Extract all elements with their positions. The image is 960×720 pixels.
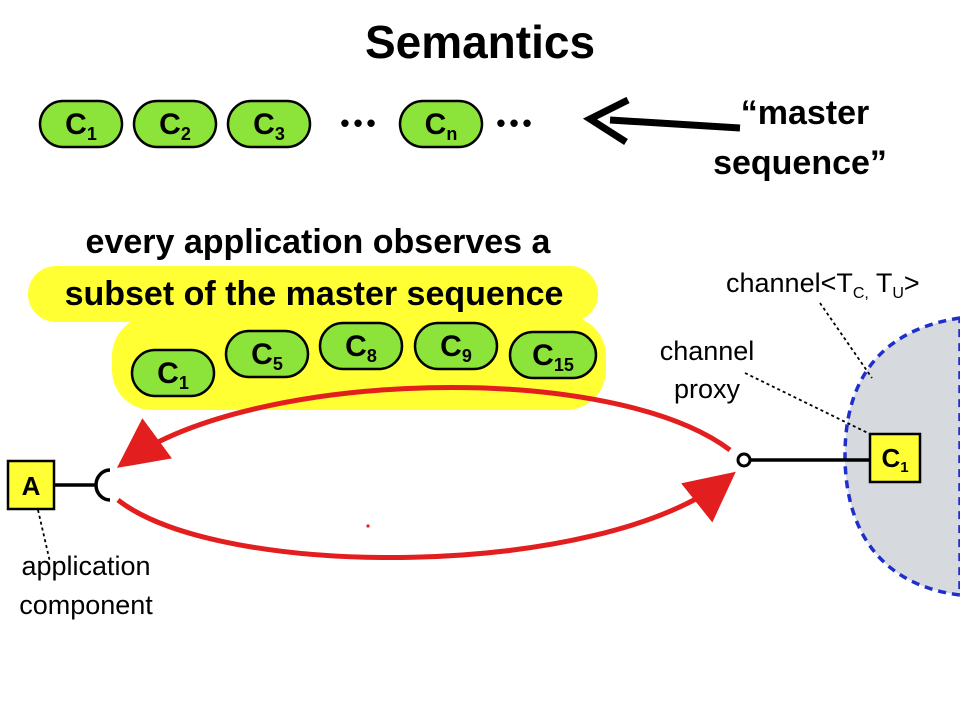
subset-pill-c8: C8 (318, 321, 404, 371)
application-box-label: A (22, 471, 41, 501)
application-box: A (6, 459, 56, 511)
proxy-socket (736, 452, 752, 468)
svg-text:C5: C5 (251, 338, 283, 374)
page-title: Semantics (365, 16, 595, 68)
svg-text:C3: C3 (253, 108, 285, 144)
svg-text:C1: C1 (157, 357, 189, 393)
pill-base: C (159, 108, 181, 141)
subset-highlight (28, 266, 598, 322)
red-dot (366, 524, 370, 528)
master-pill-c3: C3 (226, 99, 312, 149)
master-arrow-shaft (609, 116, 741, 132)
pill-sub: n (446, 124, 457, 144)
pill-base: C (251, 338, 273, 371)
pill-sub: 2 (181, 124, 191, 144)
pill-base: C (425, 108, 447, 141)
channel-label-end: > (904, 268, 920, 298)
pill-base: C (65, 108, 87, 141)
subset-pill-c15: C15 (508, 330, 598, 380)
svg-text:C8: C8 (345, 330, 377, 366)
svg-text:C1: C1 (65, 108, 97, 144)
channel-sub-u: U (892, 285, 904, 302)
subset-line1: every application observes a (86, 223, 552, 261)
pill-base: C (345, 330, 367, 363)
svg-text:C1: C1 (881, 443, 908, 476)
application-receptacle (94, 468, 111, 502)
subset-line2: subset of the master sequence (65, 275, 564, 313)
pill-sub: 1 (179, 373, 189, 393)
proxy-box-sub: 1 (900, 459, 908, 476)
channel-proxy-line2: proxy (674, 374, 741, 404)
pill-base: C (532, 339, 554, 372)
pill-base: C (157, 357, 179, 390)
application-label-line2: component (19, 590, 153, 620)
channel-proxy-line1: channel (660, 336, 755, 366)
ellipsis-1: ••• (340, 108, 379, 138)
channel-proxy-box: C1 (868, 432, 922, 484)
pill-sub: 1 (87, 124, 97, 144)
master-sequence: C1 C2 C3 ••• Cn ••• (38, 99, 535, 149)
pill-sub: 15 (554, 355, 574, 375)
channel-sub-c: C, (853, 285, 869, 302)
svg-text:C15: C15 (532, 339, 574, 375)
master-pill-c2: C2 (132, 99, 218, 149)
master-arrow-head (582, 96, 630, 145)
request-arrow (116, 385, 732, 468)
svg-text:C2: C2 (159, 108, 191, 144)
master-pill-c1: C1 (38, 99, 124, 149)
application-leader (37, 509, 51, 563)
pill-sub: 5 (273, 354, 283, 374)
ellipsis-2: ••• (496, 108, 535, 138)
svg-text:C9: C9 (440, 330, 472, 366)
master-label-line1: “master (741, 94, 870, 132)
pill-sub: 3 (275, 124, 285, 144)
subset-pill-c9: C9 (413, 321, 499, 371)
pill-sub: 8 (367, 346, 377, 366)
subset-pill-c1: C1 (130, 348, 216, 398)
channel-label-t: T (869, 268, 893, 298)
channel-label-main: channel<T (726, 268, 853, 298)
pill-sub: 9 (462, 346, 472, 366)
subset-pills: C1 C5 C8 C9 C15 (130, 321, 598, 398)
pill-base: C (253, 108, 275, 141)
svg-text:Cn: Cn (425, 108, 458, 144)
channel-label: channel<TC, TU> (726, 268, 920, 302)
proxy-box-base: C (881, 443, 900, 473)
application-label-line1: application (21, 551, 150, 581)
pill-base: C (440, 330, 462, 363)
channel-leader (819, 302, 873, 379)
master-label-line2: sequence” (713, 144, 887, 182)
subset-pill-c5: C5 (224, 329, 310, 379)
response-arrow (116, 471, 736, 560)
master-pill-cn: Cn (398, 99, 484, 149)
